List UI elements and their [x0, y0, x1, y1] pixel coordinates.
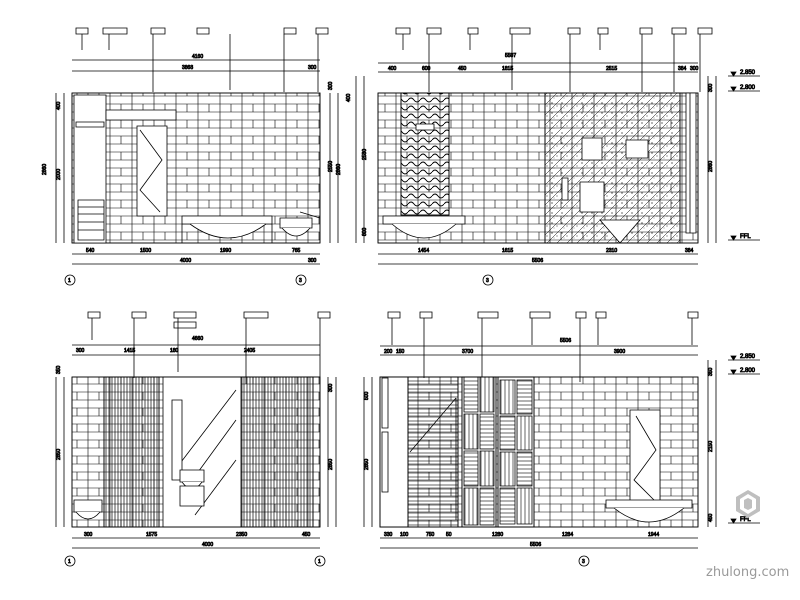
- bottom-dim: 330: [384, 532, 393, 538]
- right-dim: 300: [708, 83, 714, 92]
- bottom-dim: 1280: [492, 532, 503, 538]
- bottom-dim: 1500: [140, 248, 151, 254]
- right-dim: 2860: [336, 164, 342, 175]
- left-dim: 800: [362, 227, 368, 236]
- level-label: 2.850: [740, 70, 756, 76]
- right-dim: 350: [708, 367, 714, 376]
- axis-label: 1: [318, 559, 321, 565]
- top-dim: 1415: [124, 348, 135, 354]
- top-dim: 400: [388, 66, 397, 72]
- bottom-dim: 300: [84, 532, 93, 538]
- left-dim: 400: [346, 93, 352, 102]
- left-dim: 350: [56, 365, 62, 374]
- bottom-dim: 2310: [606, 248, 617, 254]
- right-dim: 450: [708, 513, 714, 522]
- right-dim: 2550: [328, 161, 334, 172]
- elevation-1: 4160 3868 300 2860 2000 400 2550 2860 30…: [42, 28, 342, 286]
- level-label: 2.850: [740, 354, 756, 360]
- left-dim: 400: [56, 101, 62, 110]
- bottom-total: 5506: [532, 258, 543, 264]
- top-dim: 180: [170, 348, 179, 354]
- bottom-dim: 765: [292, 248, 301, 254]
- bottom-dim: 450: [302, 532, 311, 538]
- axis-label: 1: [68, 278, 71, 284]
- right-dim: 2860: [708, 161, 714, 172]
- right-dim: 300: [328, 383, 334, 392]
- bottom-total: 4000: [180, 258, 191, 264]
- top-dim: 384: [678, 66, 687, 72]
- watermark-text: zhulong.com: [706, 565, 789, 580]
- callout-tags: [396, 28, 712, 92]
- axis-label: 3: [299, 278, 302, 284]
- top-dim: 300: [76, 348, 85, 354]
- top-dim: 150: [396, 349, 405, 355]
- top-dim: 3700: [462, 349, 473, 355]
- elevation-4: 5506 200 150 3700 3900: [363, 312, 760, 567]
- top-dim: 5507: [505, 53, 516, 59]
- top-dim: 2515: [606, 66, 617, 72]
- bottom-total: 5506: [530, 542, 541, 548]
- top-dim: 450: [458, 66, 467, 72]
- level-markers: 2.850 2.800 FFL: [728, 70, 760, 240]
- left-dim: 2000: [56, 169, 62, 180]
- bottom-dim: 2350: [236, 532, 247, 538]
- top-dim: 300: [690, 66, 699, 72]
- top-dim: 600: [422, 66, 431, 72]
- axis-label: 3: [486, 278, 489, 284]
- top-dim: 4660: [192, 336, 203, 342]
- left-dim: 2580: [362, 149, 368, 160]
- bottom-dim: 1284: [562, 532, 573, 538]
- top-dim: 1815: [502, 66, 513, 72]
- top-dim: 200: [384, 349, 393, 355]
- bottom-dim: 750: [426, 532, 435, 538]
- level-label: FFL: [740, 234, 751, 240]
- bottom-dim: 1454: [418, 248, 429, 254]
- left-dim: 2850: [56, 449, 62, 460]
- axis-label: 3: [582, 559, 585, 565]
- bottom-dim: 384: [685, 248, 694, 254]
- bottom-total: 4000: [202, 542, 213, 548]
- level-label: FFL: [740, 517, 751, 523]
- bottom-dim: 1990: [220, 248, 231, 254]
- top-dim: 300: [308, 65, 317, 71]
- level-label: 2.800: [740, 368, 756, 374]
- callout-tags: [388, 312, 698, 382]
- bottom-dim: 50: [446, 532, 452, 538]
- right-dim: 300: [328, 81, 334, 90]
- callout-tags: [76, 28, 328, 92]
- bottom-dim: 300: [308, 258, 317, 264]
- bottom-dim: 100: [400, 532, 409, 538]
- top-dim: 3868: [182, 65, 193, 71]
- bottom-dim: 1575: [146, 532, 157, 538]
- level-markers: 2.850 2.800 FFL: [728, 354, 760, 523]
- left-dim: 500: [364, 391, 370, 400]
- elevation-3: 4660 300 1415 180 2405 350 2850 300 2850…: [55, 312, 336, 567]
- top-dim: 2405: [244, 348, 255, 354]
- right-dim: 2150: [708, 441, 714, 452]
- right-dim: 2850: [328, 459, 334, 470]
- level-label: 2.800: [740, 85, 756, 91]
- top-dim: 5506: [560, 338, 571, 344]
- top-dim: 3900: [614, 349, 625, 355]
- bottom-dim: 540: [86, 248, 95, 254]
- left-dim: 2860: [42, 164, 48, 175]
- top-dim: 4160: [192, 54, 203, 60]
- left-dim: 2850: [364, 459, 370, 470]
- elevation-2: 5507 400 600 450 1815 2515 384 300 400 2…: [346, 28, 760, 286]
- axis-label: 1: [68, 559, 71, 565]
- watermark-logo: [736, 490, 760, 518]
- bottom-dim: 1615: [502, 248, 513, 254]
- bottom-dim: 1944: [648, 532, 659, 538]
